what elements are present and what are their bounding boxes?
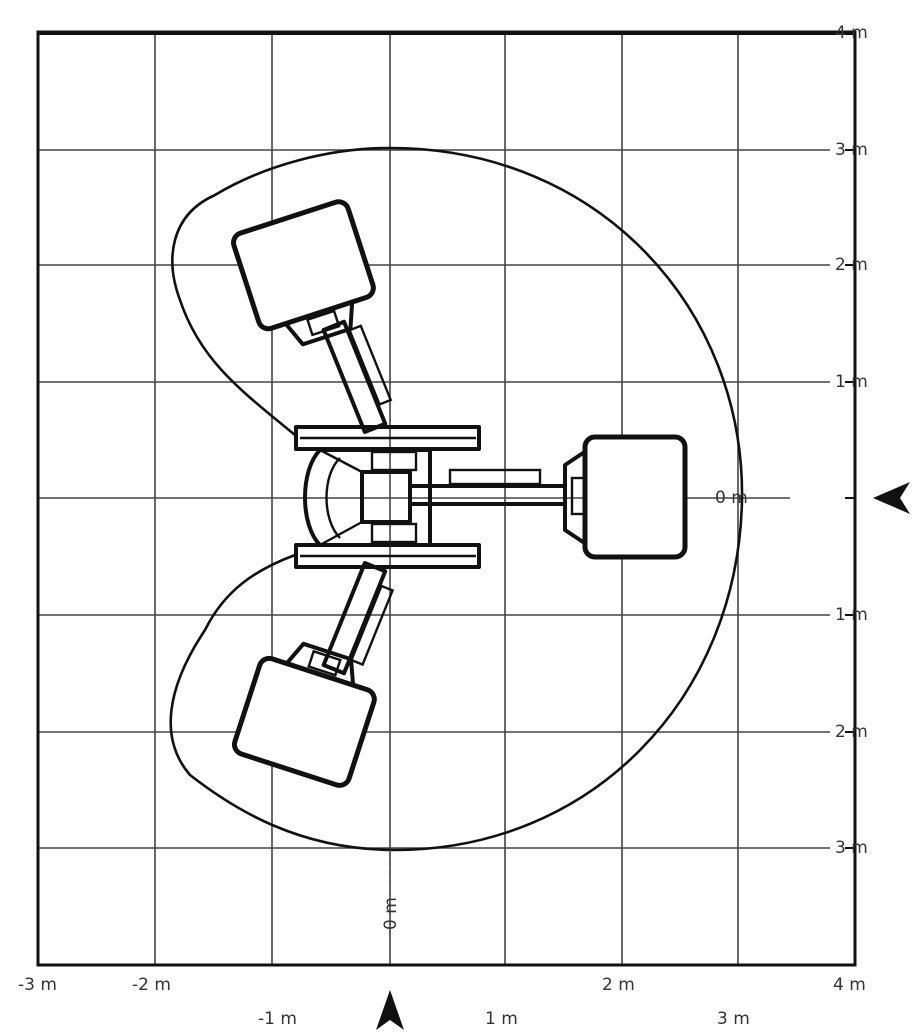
bottom-label-4m: 4 m [833,975,866,995]
turret-core [360,470,412,524]
basket-upper-mount [283,299,355,347]
bottom-label-2m: 2 m [602,975,635,995]
right-scale: 4 m 3 m 2 m 1 m 0 m 1 m 2 m 3 m [715,23,868,858]
right-label-2m-top: 2 m [835,255,868,275]
boom-upper-arm [321,319,388,434]
right-label-1m-top: 1 m [835,372,868,392]
turret-upper-block [370,450,418,472]
basket-upper-group [231,199,376,347]
bottom-label-1m: 1 m [485,1009,518,1029]
bottom-label-minus-2m: -2 m [132,975,171,995]
basket-lower-mount-inner [307,649,342,677]
working-envelope [169,146,744,852]
turret-diag-1 [319,448,363,474]
turret-inner-arc [325,457,341,539]
boom-lower [321,561,395,676]
arrow-left-marker-icon [873,482,910,514]
bottom-label-minus-3m: -3 m [18,975,57,995]
machine-base [294,425,481,569]
right-label-0m: 0 m [715,488,748,508]
right-label-3m-bottom: 3 m [835,838,868,858]
bottom-scale: -3 m -2 m 2 m 4 m -1 m 1 m 3 m [18,975,866,1029]
turret-lower-block [370,522,418,544]
arrow-up-marker-icon [376,990,404,1030]
basket-upper-mount-inner [305,309,341,337]
right-label-4m: 4 m [835,23,868,43]
boom-upper-cylinder [348,324,393,407]
right-label-1m-bottom: 1 m [835,605,868,625]
basket-lower [231,655,377,788]
boom-right-cylinder [448,468,542,486]
boom-lower-cylinder [349,584,395,667]
basket-lower-group [231,641,377,788]
grid [38,32,830,965]
boom-right-arm [408,484,567,506]
basket-right [582,434,688,560]
vertical-zero-label: 0 m [381,897,401,930]
turret-diag-2 [319,520,363,547]
boom-upper [321,319,393,434]
boom-lower-arm [321,561,388,676]
right-label-3m-top: 3 m [835,140,868,160]
basket-upper [231,199,376,332]
right-axis-ticks [845,149,855,849]
right-label-2m-bottom: 2 m [835,722,868,742]
turret-body [303,448,432,547]
bottom-label-3m: 3 m [717,1009,750,1029]
bottom-label-minus-1m: -1 m [258,1009,297,1029]
